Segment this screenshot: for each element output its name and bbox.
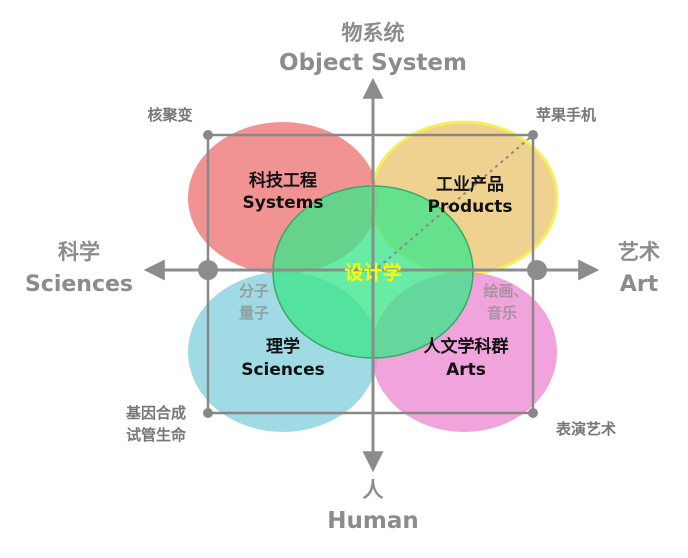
right-axis-dot [527,260,547,280]
left-axis-zh: 科学 [58,240,100,264]
corner-label-bottom-left-1: 基因合成 [125,404,186,422]
sciences-label-en: Sciences [241,360,325,380]
corner-label-bottom-left-2: 试管生命 [126,426,187,444]
left-axis-dot [198,260,218,280]
systems-label-en: Systems [243,193,324,213]
top-axis-en: Object System [279,50,467,76]
products-label-zh: 工业产品 [436,174,504,195]
arts-label-en: Arts [446,360,486,380]
corner-dot-tl [203,130,213,140]
left-axis-en: Sciences [25,272,133,297]
design-label: 设计学 [344,261,401,284]
inner-label-left-2: 量子 [239,304,269,322]
top-axis-zh: 物系统 [342,21,405,45]
sciences-label-zh: 理学 [266,336,300,357]
corner-label-top-right: 苹果手机 [536,106,596,124]
corner-dot-tr [528,130,538,140]
corner-dot-br [528,408,538,418]
bottom-axis-zh: 人 [363,478,384,502]
diagonal-line [372,134,534,273]
corner-label-top-left: 核聚变 [147,106,192,124]
right-axis-zh: 艺术 [618,240,660,264]
corner-label-bottom-right: 表演艺术 [556,420,616,438]
inner-label-left-1: 分子 [239,282,269,300]
systems-label-zh: 科技工程 [249,170,317,191]
bottom-axis-en: Human [327,508,418,534]
inner-label-right-1: 绘画、 [483,282,528,300]
corner-dot-bl [203,408,213,418]
products-label-en: Products [427,197,512,217]
arts-label-zh: 人文学科群 [424,336,509,357]
right-axis-en: Art [620,272,659,297]
inner-label-right-2: 音乐 [487,304,517,322]
